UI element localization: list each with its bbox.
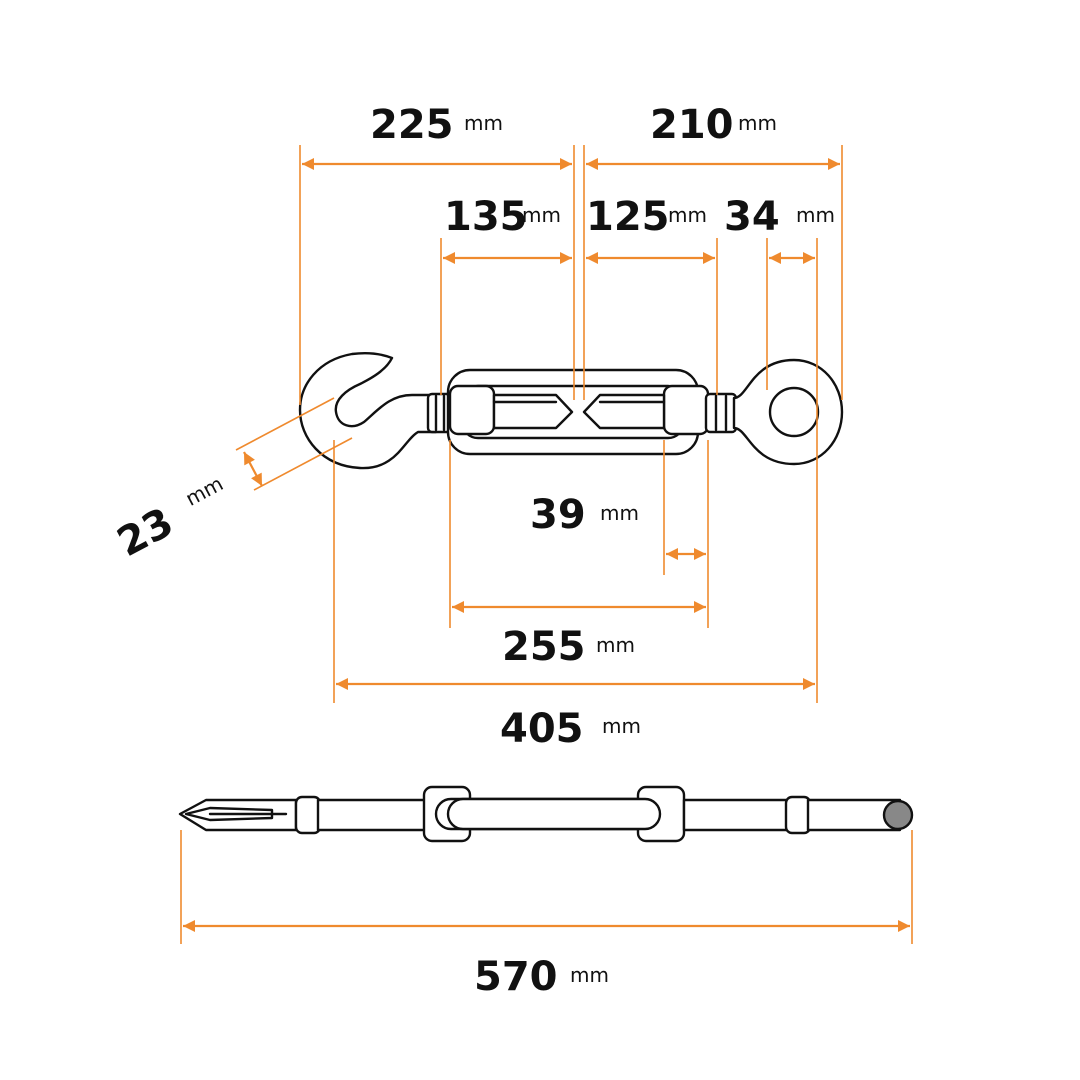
extension-lines [180,145,913,944]
eye-hole [768,386,820,438]
arrowhead [694,601,706,613]
arrowhead [302,158,314,170]
arrowhead [828,158,840,170]
turnbuckle-side-view [178,785,914,843]
arrowhead [769,252,781,264]
left-side-rod [316,798,430,832]
arrowhead [586,158,598,170]
dim-eye-diameter-unit: mm [796,203,835,227]
arrowhead [803,678,815,690]
right-nut [662,384,710,436]
right-side-rod [682,798,790,832]
dimension-lines [183,158,910,932]
arrowhead [898,920,910,932]
dim-eye-diameter-value: 34 [724,194,780,240]
dimension-labels: 225 mm 210 mm 135 mm 125 mm 34 mm 23 mm … [110,102,835,1000]
dim-hook-side-unit: mm [464,111,503,135]
right-collar [784,795,812,835]
dim-eye-side-unit: mm [738,111,777,135]
dim-total-value: 570 [474,954,558,1000]
dim-closed-value: 405 [500,706,584,752]
right-rod [582,393,666,430]
dim-nut-unit: mm [600,501,639,525]
dim-closed-unit: mm [602,714,641,738]
dim-hook-side-value: 225 [370,102,454,148]
dim-nut-value: 39 [530,492,586,538]
arrowhead [183,920,195,932]
arrowhead [560,252,572,264]
dim-center-nut-value: 125 [586,194,670,240]
arrowhead [803,252,815,264]
arrowhead [251,472,262,486]
eye-shank [704,392,738,434]
left-nut [448,384,496,436]
dim-body-value: 255 [502,624,586,670]
dim-hook-center-unit: mm [522,203,561,227]
arrowhead [703,252,715,264]
arrowhead [443,252,455,264]
arrowhead [694,548,706,560]
hook [298,352,438,470]
dim-total-unit: mm [570,963,609,987]
arrowhead [452,601,464,613]
dim-center-nut-unit: mm [668,203,707,227]
dim-eye-side-value: 210 [650,102,734,148]
dim-wire-diameter-value: 23 [110,499,181,566]
arrowhead [560,158,572,170]
dim-hook-center-value: 135 [444,194,528,240]
arrowhead [244,452,255,466]
arrowhead [586,252,598,264]
left-collar [294,795,322,835]
dim-wire-diameter-unit: mm [181,471,227,510]
turnbuckle-top-view [298,352,844,470]
dim-body-unit: mm [596,633,635,657]
left-rod [492,393,574,430]
eye-end-cap [882,799,914,831]
arrowhead [336,678,348,690]
arrowhead [666,548,678,560]
